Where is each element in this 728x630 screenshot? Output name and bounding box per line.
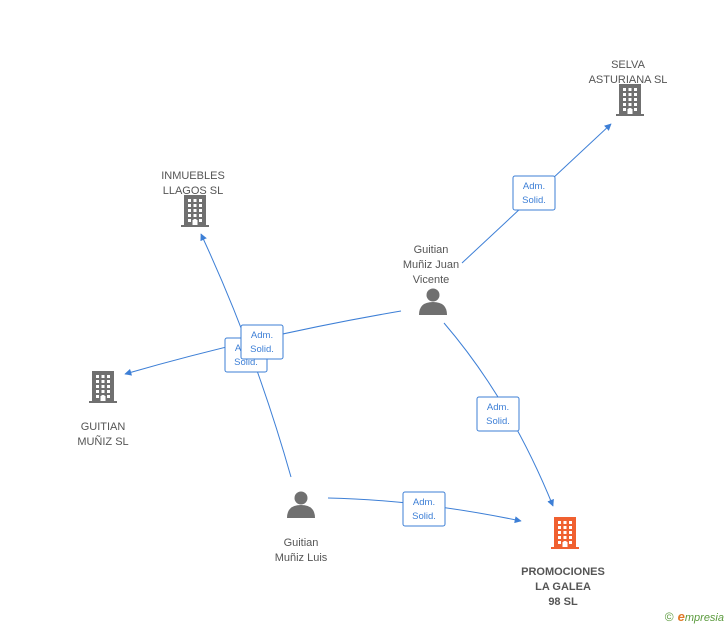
node-label: ASTURIANA SL [589, 74, 668, 86]
node-label: Vicente [413, 274, 450, 286]
edge-label-text: Adm. [413, 497, 435, 508]
node-label: PROMOCIONES [521, 566, 605, 578]
node-label: INMUEBLES [161, 170, 225, 182]
building-icon [551, 517, 579, 549]
building-icon [616, 84, 644, 116]
edge-label-text: Adm. [523, 181, 545, 192]
node-label: Muñiz Juan [403, 259, 459, 271]
brand-logo: empresia [677, 609, 724, 624]
node-label: Guitian [284, 537, 319, 549]
edge-labels-layer: Adm. Solid. Adm. Solid. Adm. Solid. Adm. Solid.… [224, 175, 556, 527]
node-label: SELVA [611, 59, 645, 71]
node-label: Guitian [414, 244, 449, 256]
node-label: 98 SL [548, 596, 578, 608]
building-icon [181, 195, 209, 227]
edge-label-text: Solid. [234, 357, 258, 368]
edge-label-text: Adm. [251, 330, 273, 341]
edge-label-text: Solid. [486, 416, 510, 427]
node-label: LA GALEA [535, 581, 591, 593]
building-icon [89, 371, 117, 403]
edge-label-box[interactable]: Adm. Solid. [240, 324, 284, 360]
edge-label-box[interactable]: Adm. Solid. [476, 396, 520, 432]
edge-label-text: Solid. [412, 511, 436, 522]
node-label: GUITIAN [81, 421, 126, 433]
edge-label-box[interactable]: Adm. Solid. [512, 175, 556, 211]
node-selva[interactable]: SELVA ASTURIANA SL [589, 59, 668, 116]
node-label: LLAGOS SL [163, 185, 224, 197]
edge-label-text: Solid. [250, 344, 274, 355]
brand-watermark: © empresia [665, 609, 724, 624]
node-label: MUÑIZ SL [77, 435, 128, 448]
edge-label-box[interactable]: Adm. Solid. [402, 491, 446, 527]
node-label: Muñiz Luis [275, 552, 328, 564]
person-icon [287, 491, 315, 518]
copyright-symbol: © [664, 609, 674, 624]
nodes-layer: SELVA ASTURIANA SL INMUEBLES LLAGOS SL GUITI… [77, 59, 667, 608]
node-promociones[interactable]: PROMOCIONES LA GALEA 98 SL [521, 517, 605, 608]
node-inmuebles[interactable]: INMUEBLES LLAGOS SL [161, 170, 225, 227]
edge-label-text: Adm. [487, 402, 509, 413]
node-guitian_munz[interactable]: GUITIAN MUÑIZ SL [77, 371, 129, 448]
person-icon [419, 288, 447, 315]
edge-label-text: Solid. [522, 195, 546, 206]
